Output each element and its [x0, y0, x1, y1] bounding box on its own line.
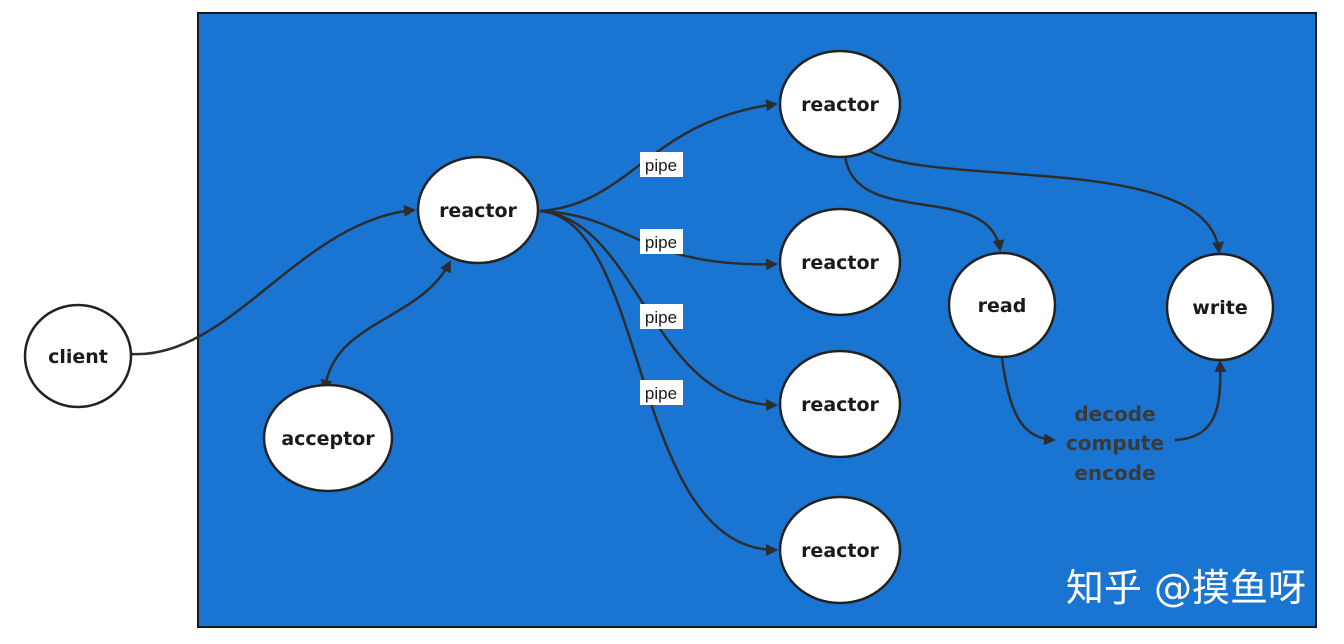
- node-main-reactor: reactor: [416, 155, 540, 265]
- pipe-label-2: pipe: [640, 229, 683, 254]
- pipe-label-4: pipe: [640, 380, 683, 405]
- svg-text:pipe: pipe: [645, 308, 677, 327]
- process-step-encode: encode: [1074, 461, 1155, 485]
- process-step-decode: decode: [1074, 402, 1155, 426]
- svg-text:pipe: pipe: [645, 384, 677, 403]
- node-client: client: [23, 303, 133, 409]
- edge-sub-1-to-read: [843, 155, 1005, 252]
- edge-sub-1-to-write: [867, 148, 1225, 254]
- svg-text:reactor: reactor: [439, 200, 517, 222]
- edge-process-to-write: [1174, 360, 1227, 442]
- pipe-label-1: pipe: [640, 152, 683, 177]
- svg-text:read: read: [978, 295, 1027, 317]
- svg-text:acceptor: acceptor: [281, 428, 375, 450]
- watermark: 知乎 @摸鱼呀: [1066, 566, 1306, 610]
- pipe-label-3: pipe: [640, 304, 683, 329]
- edge-read-to-process: [1000, 357, 1056, 446]
- node-read: read: [947, 251, 1057, 359]
- node-write: write: [1165, 252, 1275, 362]
- background-panel: [197, 12, 1317, 628]
- svg-text:reactor: reactor: [801, 540, 879, 562]
- svg-text:reactor: reactor: [801, 252, 879, 274]
- edge-acceptor-reactor: [320, 260, 452, 392]
- svg-text:client: client: [48, 346, 108, 368]
- svg-text:pipe: pipe: [645, 156, 677, 175]
- node-sub-reactor-2: reactor: [778, 207, 902, 317]
- node-sub-reactor-3: reactor: [778, 349, 902, 459]
- process-step-compute: compute: [1066, 431, 1164, 455]
- edge-client-to-reactor: [130, 204, 416, 356]
- svg-text:write: write: [1192, 297, 1247, 319]
- process-steps: decode compute encode: [1066, 402, 1164, 485]
- node-sub-reactor-4: reactor: [778, 495, 902, 605]
- svg-text:reactor: reactor: [801, 94, 879, 116]
- node-acceptor: acceptor: [262, 383, 394, 493]
- svg-text:pipe: pipe: [645, 233, 677, 252]
- node-sub-reactor-1: reactor: [778, 49, 902, 159]
- svg-text:reactor: reactor: [801, 394, 879, 416]
